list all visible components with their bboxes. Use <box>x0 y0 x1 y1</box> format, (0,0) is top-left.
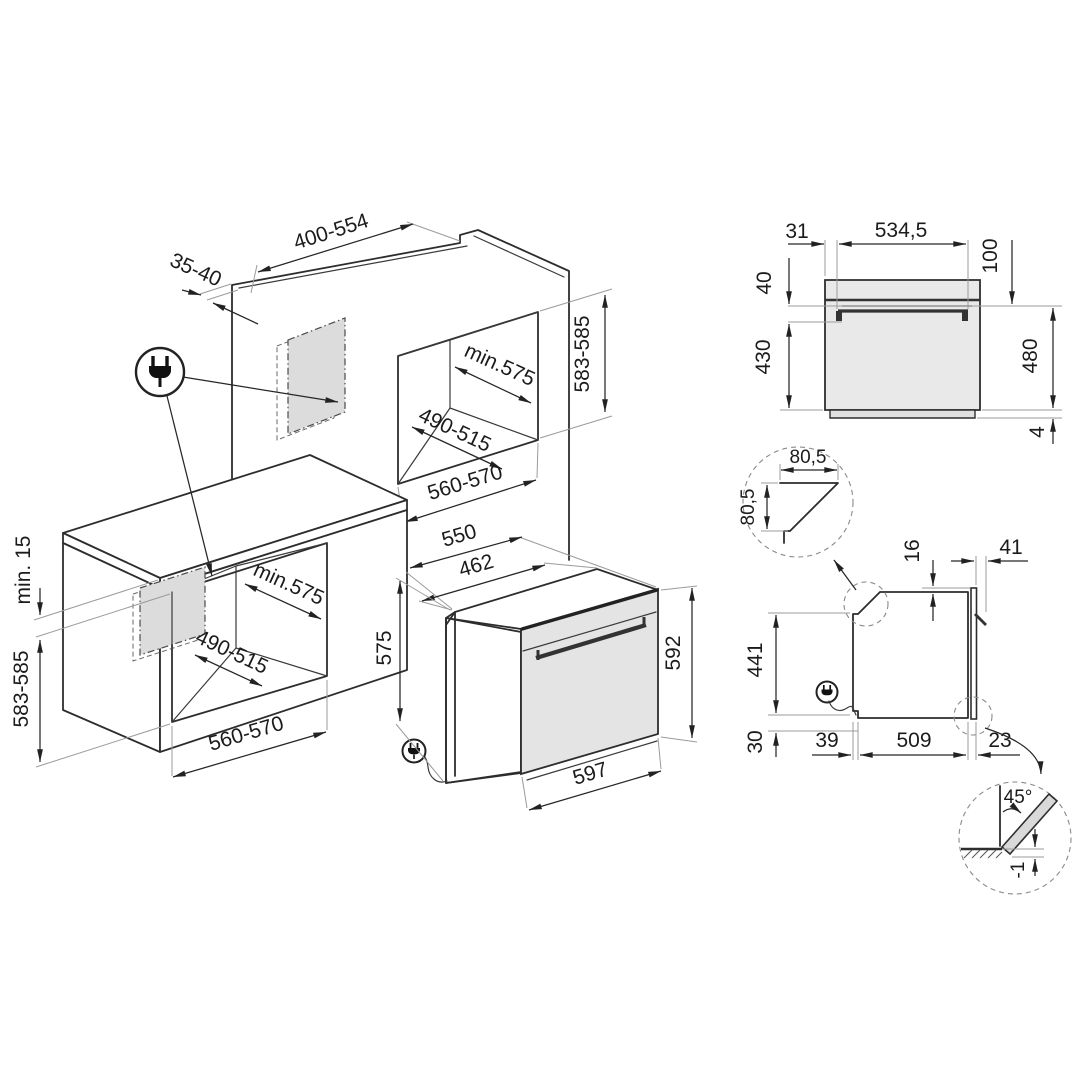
side-door-panel <box>970 587 978 720</box>
dim-chamfer-width: 80,5 <box>790 447 827 468</box>
dim-line-base-niche-width <box>172 731 327 778</box>
dim-line-base-niche-depth <box>244 583 322 620</box>
plug-pins <box>822 685 832 690</box>
angle-arc <box>1002 802 1022 814</box>
floor-hatching <box>963 849 1003 859</box>
side-chamfer-marker-circle <box>843 581 889 627</box>
oven-front-top-edge <box>520 588 659 631</box>
mains-connection-callout <box>134 346 339 577</box>
plug-pins <box>151 356 169 367</box>
leader-to-column-zone <box>182 376 339 403</box>
oven-control-panel-line <box>522 611 657 652</box>
dim-oven-height-rear: 575 <box>373 630 396 665</box>
dim-side-top-recess: 16 <box>901 539 924 562</box>
chamfer-detail-leader <box>833 559 857 591</box>
column-outline <box>231 229 570 561</box>
dim-column-niche-height: 583-585 <box>571 315 594 392</box>
dim-line-column-niche-depth <box>454 366 532 404</box>
dim-line-oven-depth-body <box>421 564 546 602</box>
dim-side-door-projection: 41 <box>999 536 1022 559</box>
plug-pins <box>409 743 419 748</box>
side-door-corner-marker-circle <box>953 696 993 736</box>
dim-side-floor-gap: 30 <box>744 730 767 753</box>
door-detail-circle <box>958 781 1072 895</box>
side-body-outline <box>852 591 969 719</box>
dim-oven-width: 597 <box>570 758 610 790</box>
view-door-open-detail: 45° -1 <box>958 781 1072 895</box>
rear-bracket-left <box>836 311 842 321</box>
dim-line-top-clearance <box>212 302 259 325</box>
rear-plinth <box>829 409 976 419</box>
dim-base-niche-height: 583-585 <box>10 650 33 727</box>
column-top-channel-right <box>473 235 565 278</box>
dim-rear-top-strip: 40 <box>753 271 776 294</box>
chamfer-detail-profile <box>779 482 839 544</box>
chamfer-detail: 80,5 80,5 <box>738 446 857 591</box>
dim-line-top-cutout <box>257 223 414 273</box>
rear-bracket-right <box>962 311 968 321</box>
dim-line-column-rear-clearance <box>411 426 503 470</box>
view-oven-side-section: 80,5 80,5 441 30 16 41 39 509 23 <box>738 446 1044 775</box>
dim-rear-bracket-to-base: 480 <box>1019 338 1042 373</box>
dim-rear-left-offset: 31 <box>785 220 808 243</box>
dim-door-angle: 45° <box>1004 787 1033 808</box>
oven-left-side <box>445 617 522 784</box>
dim-top-cutout: 400-554 <box>291 209 372 254</box>
dim-oven-height-front: 592 <box>662 635 685 670</box>
side-door-handle <box>974 613 987 626</box>
plug-body <box>149 366 171 378</box>
dim-door-drop: -1 <box>1008 862 1029 879</box>
column-connection-zone <box>287 317 346 435</box>
door-detail-leader <box>984 727 1044 775</box>
base-connection-zone-outline <box>132 572 199 662</box>
dim-rear-top-to-bracket: 100 <box>979 238 1002 273</box>
oven-handle-feet <box>536 617 646 660</box>
dim-rear-base: 4 <box>1026 426 1049 438</box>
open-door-bar <box>1000 792 1059 856</box>
dim-chamfer-height: 80,5 <box>738 489 759 526</box>
chamfer-detail-circle <box>742 446 854 558</box>
oven-body-edges <box>445 611 522 784</box>
dim-side-body-height: 441 <box>744 642 767 677</box>
view-base-installation: min.575 490-515 560-570 min. 15 583-585 <box>10 454 408 778</box>
dim-top-clearance: 35-40 <box>166 249 224 292</box>
leader-to-base-zone <box>166 395 213 577</box>
dim-line-base-rear-clearance <box>194 654 263 687</box>
view-oven-rear: 31 534,5 100 40 430 480 4 <box>752 219 1062 444</box>
plug-body <box>821 689 833 696</box>
dim-counter-gap: min. 15 <box>12 536 35 605</box>
dim-line-oven-width <box>528 770 662 811</box>
dim-side-front-inset: 39 <box>815 729 838 752</box>
dim-line-oven-depth-total <box>409 536 523 569</box>
dim-side-door-offset: 23 <box>988 729 1011 752</box>
dim-line-column-niche-width <box>404 479 537 523</box>
dim-side-body-depth: 509 <box>896 729 931 752</box>
dim-rear-bracket-width: 534,5 <box>875 219 928 242</box>
side-power-cable <box>828 700 857 716</box>
oven-handle-bar <box>535 622 647 661</box>
dim-rear-lower-body: 430 <box>752 339 775 374</box>
